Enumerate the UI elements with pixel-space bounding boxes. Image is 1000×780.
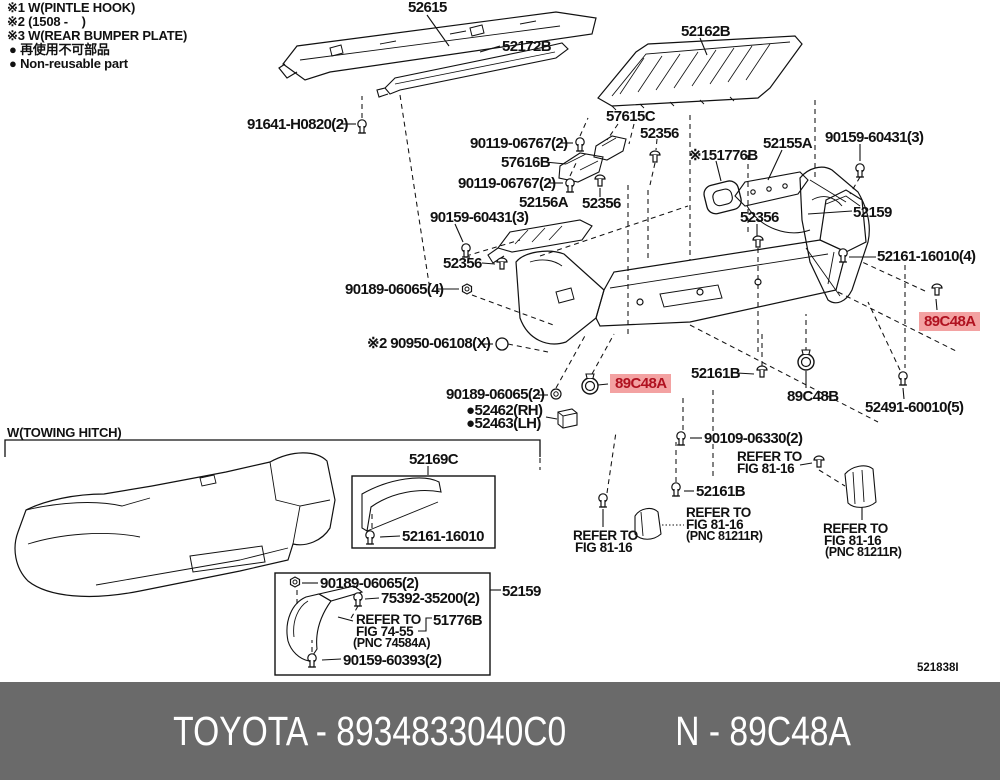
part-drawing-52615	[278, 11, 597, 81]
part-label-90119-06767-2[interactable]: 90119-06767(2)	[458, 175, 556, 192]
part-label-52156a[interactable]: 52156A	[519, 194, 569, 211]
part-label-52356-4[interactable]: 52356	[443, 255, 482, 272]
ref-d-line2: FIG 81-16	[824, 533, 882, 548]
ref-e-line2: FIG 74-55	[356, 624, 414, 639]
ref-b-line2: FIG 81-16	[686, 517, 744, 532]
part-drawing-51776b	[703, 180, 742, 215]
part-label-52463[interactable]: ●52463(LH)	[466, 415, 541, 432]
subbox-51776b	[274, 572, 491, 676]
part-label-52159-2[interactable]: 52159	[502, 583, 541, 600]
leader-lines	[302, 14, 938, 661]
fastener-icons	[289, 119, 943, 668]
ref-a-line2: FIG 81-16	[737, 461, 795, 476]
ref-e-line3: (PNC 74584A)	[353, 636, 431, 650]
footer-caption-bar: TOYOTA - 8934833040C0 N - 89C48A	[0, 682, 1000, 780]
part-label-52161-16010[interactable]: 52161-16010	[402, 528, 484, 545]
legend-note-1: ※1 W(PINTLE HOOK)	[7, 0, 136, 15]
part-label-52161b-1[interactable]: 52161B	[691, 365, 741, 382]
part-drawing-57616b	[558, 152, 604, 183]
towing-hitch-bracket-line	[4, 439, 541, 457]
part-label-75392-35200[interactable]: 75392-35200(2)	[381, 590, 480, 607]
part-label-90159-60431-2[interactable]: 90159-60431(3)	[430, 209, 529, 226]
part-label-52356-1[interactable]: 52356	[640, 125, 679, 142]
ref-b-line3: (PNC 81211R)	[686, 529, 763, 543]
footer-part-number: TOYOTA - 8934833040C0	[173, 707, 567, 754]
assembly-dashed-lines	[296, 94, 959, 652]
ref-c-line2: FIG 81-16	[575, 540, 633, 555]
part-label-51776b-2[interactable]: 51776B	[433, 612, 483, 629]
part-label-52356-2[interactable]: 52356	[582, 195, 621, 212]
part-drawing-52162b	[597, 35, 803, 111]
part-label-52159-1[interactable]: 52159	[853, 204, 892, 221]
legend-nonreusable-en: ● Non-reusable part	[9, 56, 128, 71]
part-label-52491-60010[interactable]: 52491-60010(5)	[865, 399, 964, 416]
legend-note-3: ※3 W(REAR BUMPER PLATE)	[7, 28, 188, 43]
part-label-52169c[interactable]: 52169C	[409, 451, 459, 468]
part-drawing-57615c	[593, 135, 627, 161]
part-drawing-bracket-81211	[634, 507, 662, 540]
part-label-89c48b[interactable]: 89C48B	[787, 388, 839, 405]
part-label-52161-16010-4[interactable]: 52161-16010(4)	[877, 248, 976, 265]
part-label-52161b-2[interactable]: 52161B	[696, 483, 746, 500]
part-label-90950-06108[interactable]: ※2 90950-06108(X)	[367, 335, 491, 352]
part-label-52356-3[interactable]: 52356	[740, 209, 779, 226]
part-label-52462[interactable]: ●52462(RH)	[466, 402, 543, 419]
diagram-line-art	[4, 11, 959, 676]
ref-b-line1: REFER TO	[686, 505, 751, 520]
part-label-52615[interactable]: 52615	[408, 0, 447, 16]
part-label-90189-06065-2a[interactable]: 90189-06065(2)	[446, 386, 545, 403]
diagram-code: 521838I	[917, 662, 959, 674]
ref-a-line1: REFER TO	[737, 449, 802, 464]
part-label-52155a[interactable]: 52155A	[763, 135, 813, 152]
section-label-towing-hitch: W(TOWING HITCH)	[7, 425, 122, 440]
part-label-90119-06767-1[interactable]: 90119-06767(2)	[470, 135, 568, 152]
label-layer: ※1 W(PINTLE HOOK)※2 (1508 - )※3 W(REAR B…	[7, 0, 981, 674]
part-label-90189-06065-2b[interactable]: 90189-06065(2)	[320, 575, 419, 592]
ref-d-line3: (PNC 81211R)	[825, 545, 902, 559]
part-drawing-52159-corner	[799, 166, 870, 304]
part-label-90189-06065-4[interactable]: 90189-06065(4)	[345, 281, 444, 298]
part-label-57615c[interactable]: 57615C	[606, 108, 656, 125]
part-drawing-retainer-52462	[557, 408, 578, 429]
legend-note-2: ※2 (1508 - )	[7, 14, 86, 29]
part-label-89c48a-1[interactable]: 89C48A	[919, 312, 981, 331]
part-drawing-52172b	[376, 42, 569, 98]
part-label-52162b[interactable]: 52162B	[681, 23, 731, 40]
part-label-89c48a-2[interactable]: 89C48A	[610, 374, 672, 393]
ref-c-line1: REFER TO	[573, 528, 638, 543]
part-label-51776b-1[interactable]: ※151776B	[689, 147, 758, 164]
ref-d-line1: REFER TO	[823, 521, 888, 536]
subbox-52169c	[351, 475, 496, 549]
part-drawing-towing-bumper	[14, 452, 336, 598]
part-label-90159-60393[interactable]: 90159-60393(2)	[343, 652, 442, 669]
ref-e-line1: REFER TO	[356, 612, 421, 627]
part-label-57616b[interactable]: 57616B	[501, 154, 551, 171]
part-label-90159-60431-1[interactable]: 90159-60431(3)	[825, 129, 924, 146]
part-label-90109-06330[interactable]: 90109-06330(2)	[704, 430, 803, 447]
part-drawing-corner-flap	[844, 465, 877, 508]
part-label-91641-h0820[interactable]: 91641-H0820(2)	[247, 116, 348, 133]
footer-part-code: N - 89C48A	[674, 707, 851, 754]
legend-nonreusable-jp: ● 再使用不可部品	[9, 42, 110, 57]
part-label-52172b[interactable]: 52172B	[502, 38, 552, 55]
